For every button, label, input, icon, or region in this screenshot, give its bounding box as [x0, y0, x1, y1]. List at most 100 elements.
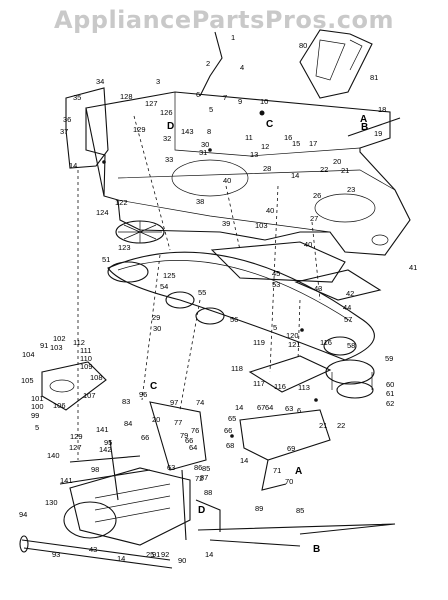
part-number-label: 110: [80, 354, 92, 363]
part-number-label: 118: [231, 364, 243, 373]
part-number-label: 80: [299, 41, 307, 50]
part-number-label: 36: [63, 115, 71, 124]
part-number-label: 105: [21, 376, 34, 385]
part-number-label: 65: [228, 414, 236, 423]
part-number-label: 141: [60, 476, 73, 485]
part-number-label: 58: [347, 341, 355, 350]
part-number-label: 16: [284, 133, 292, 142]
part-number-label: 88: [204, 488, 212, 497]
part-number-label: 14: [240, 456, 248, 465]
connection-letter: D: [167, 121, 174, 132]
part-number-label: 94: [19, 510, 27, 519]
part-number-label: 111: [80, 346, 91, 355]
part-number-label: 101: [31, 394, 44, 403]
part-number-label: 27: [310, 214, 318, 223]
part-number-label: 21: [341, 166, 349, 175]
part-number-label: 20: [152, 415, 160, 424]
part-number-label: 121: [288, 340, 301, 349]
part-number-label: 64: [189, 443, 197, 452]
part-number-label: 72: [195, 474, 203, 483]
part-number-label: 34: [96, 77, 104, 86]
part-number-label: 26: [313, 191, 321, 200]
part-number-label: 64: [265, 403, 273, 412]
part-number-label: 119: [253, 338, 265, 347]
part-number-label: 7: [223, 93, 227, 102]
part-number-label: 40: [304, 240, 312, 249]
part-number-label: 116: [320, 338, 332, 347]
part-number-label: 71: [273, 466, 281, 475]
part-number-label: 53: [272, 280, 280, 289]
part-number-label: 37: [60, 127, 68, 136]
part-number-label: 20: [333, 157, 341, 166]
part-number-label: 85: [296, 506, 304, 515]
part-number-label: 15: [292, 139, 300, 148]
part-number-label: 127: [145, 99, 158, 108]
watermark: AppliancePartsPros.com: [54, 6, 394, 34]
part-number-label: 129: [133, 125, 146, 134]
part-number-label: 96: [139, 390, 147, 399]
connection-letter: A: [360, 114, 367, 125]
part-number-label: 98: [91, 465, 99, 474]
part-number-label: 33: [165, 155, 173, 164]
part-number-label: 107: [83, 391, 96, 400]
part-number-label: 126: [160, 108, 173, 117]
part-number-label: 44: [343, 303, 351, 312]
part-number-label: 30: [153, 324, 161, 333]
part-number-label: 14: [235, 403, 243, 412]
part-number-label: 141: [96, 425, 109, 434]
part-number-label: 30: [201, 140, 209, 149]
part-number-label: 40: [266, 206, 274, 215]
part-number-label: 66: [224, 426, 232, 435]
part-number-label: 92: [161, 550, 169, 559]
part-number-label: 6: [297, 406, 301, 415]
connection-letter: B: [313, 544, 320, 555]
part-number-label: 89: [255, 504, 263, 513]
part-number-label: 81: [370, 73, 378, 82]
part-number-label: 14: [291, 171, 299, 180]
connection-letter: A: [295, 466, 302, 477]
part-number-label: 69: [287, 444, 295, 453]
part-number-label: 112: [73, 338, 85, 347]
part-number-label: 103: [50, 343, 63, 352]
part-number-label: 124: [96, 208, 109, 217]
part-number-label: 125: [163, 271, 176, 280]
part-number-label: 127: [69, 443, 82, 452]
hardware-dots: [102, 110, 318, 438]
part-number-label: 13: [250, 150, 258, 159]
part-number-label: 43: [314, 284, 322, 293]
part-number-label: 70: [285, 477, 293, 486]
part-number-label: 21: [319, 421, 327, 430]
part-number-label: 99: [31, 411, 39, 420]
connection-letter: D: [198, 505, 205, 516]
part-number-label: 38: [196, 197, 204, 206]
part-number-label: 129: [70, 432, 83, 441]
part-number-label: 5: [209, 105, 213, 114]
part-number-label: 117: [253, 379, 265, 388]
connection-letter: C: [150, 381, 157, 392]
part-number-label: 62: [386, 399, 394, 408]
part-number-label: 76: [191, 426, 199, 435]
part-number-label: 42: [346, 289, 354, 298]
part-number-label: 128: [120, 92, 133, 101]
part-number-label: 54: [160, 282, 168, 291]
part-number-label: 56: [230, 315, 238, 324]
part-number-label: 102: [53, 334, 66, 343]
part-number-label: 122: [115, 198, 128, 207]
part-number-label: 130: [45, 498, 58, 507]
part-number-label: 10: [260, 97, 268, 106]
connection-letter: C: [266, 119, 273, 130]
part-number-label: 85: [202, 464, 210, 473]
part-number-label: 63: [285, 404, 293, 413]
part-number-label: 19: [374, 129, 382, 138]
part-number-label: 5: [35, 423, 39, 432]
part-number-label: 40: [223, 176, 231, 185]
part-number-label: 66: [185, 436, 193, 445]
part-number-label: 3: [156, 77, 160, 86]
part-number-label: 1: [231, 33, 235, 42]
part-number-label: 116: [274, 382, 286, 391]
part-number-label: 103: [255, 221, 268, 230]
connection-letter: B: [361, 122, 368, 133]
part-number-label: 108: [90, 373, 103, 382]
part-number-label: 28: [263, 164, 271, 173]
